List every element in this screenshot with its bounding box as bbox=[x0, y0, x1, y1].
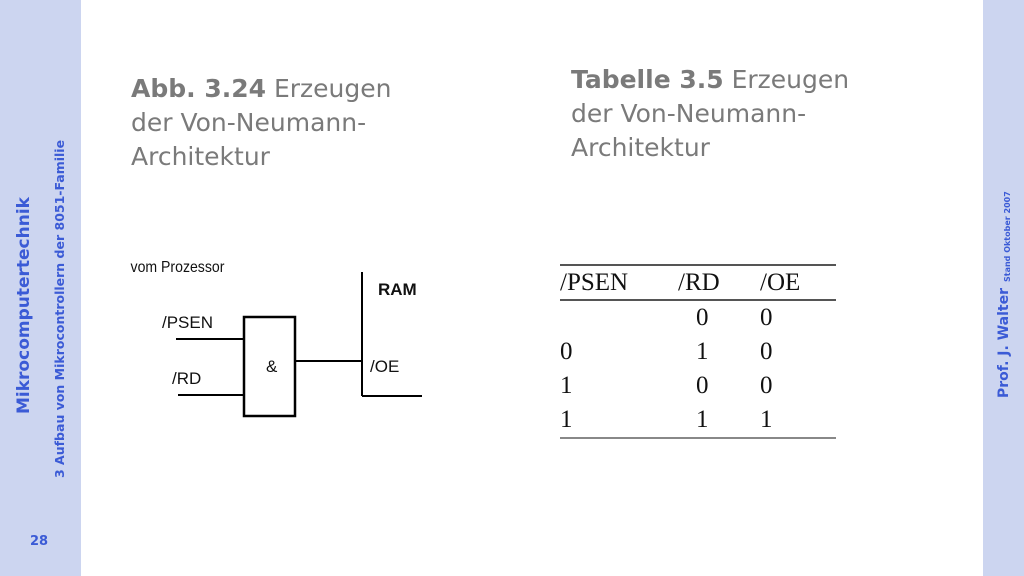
header-oe: /OE bbox=[760, 264, 836, 301]
table-cell: 1 bbox=[560, 372, 573, 399]
author: Prof. J. Walter bbox=[996, 288, 1012, 398]
figure-label: Abb. 3.24 bbox=[131, 74, 267, 103]
truth-table: /PSEN /RD /OE 0 0 0 1 0 1 0 0 1 1 1 bbox=[560, 264, 836, 439]
table-cell: 1 bbox=[678, 403, 760, 439]
table-cell: 0 bbox=[760, 372, 773, 399]
figure-title-line2: der Von-Neumann- bbox=[131, 108, 367, 137]
table-row: 1 1 1 bbox=[560, 403, 836, 439]
table-heading: Tabelle 3.5 Erzeugen der Von-Neumann- Ar… bbox=[571, 63, 849, 165]
page-number: 28 bbox=[30, 534, 49, 549]
figure-title-line1: Erzeugen bbox=[273, 74, 392, 103]
table-row: 0 1 0 bbox=[560, 335, 836, 369]
course-title: Mikrocomputertechnik bbox=[14, 197, 34, 414]
table-cell: 1 bbox=[696, 338, 709, 365]
table-title-line2: der Von-Neumann- bbox=[571, 99, 807, 128]
stand-date: Stand Oktober 2007 bbox=[1003, 191, 1012, 282]
table-cell: 0 bbox=[696, 372, 709, 399]
header-psen: /PSEN bbox=[560, 264, 678, 301]
chapter-title: 3 Aufbau von Mikrocontrollern der 8051-F… bbox=[52, 139, 67, 478]
source-label: vom Prozessor bbox=[131, 258, 225, 276]
table-cell: 0 bbox=[560, 338, 573, 365]
figure-heading: Abb. 3.24 Erzeugen der Von-Neumann- Arch… bbox=[131, 72, 392, 174]
right-sidebar bbox=[983, 0, 1024, 576]
table-title-line3: Architektur bbox=[571, 133, 710, 162]
left-sidebar bbox=[0, 0, 81, 576]
table-row: 0 0 bbox=[560, 300, 836, 335]
table-label: Tabelle 3.5 bbox=[571, 65, 724, 94]
gate-symbol: & bbox=[266, 357, 278, 376]
input-rd-label: /RD bbox=[172, 369, 201, 388]
table-cell: 0 bbox=[760, 338, 773, 365]
header-rd: /RD bbox=[678, 264, 760, 301]
table-cell: 1 bbox=[560, 403, 678, 439]
and-gate-diagram: vom Prozessor /PSEN /RD & RAM /OE bbox=[131, 258, 422, 418]
and-gate bbox=[242, 315, 297, 418]
table-cell: 0 bbox=[760, 304, 773, 331]
figure-title-line3: Architektur bbox=[131, 142, 270, 171]
table-header-row: /PSEN /RD /OE bbox=[560, 264, 836, 301]
oe-label: /OE bbox=[370, 357, 399, 376]
input-psen-label: /PSEN bbox=[162, 313, 213, 332]
table-title-line1: Erzeugen bbox=[731, 65, 850, 94]
table-row: 1 0 0 bbox=[560, 369, 836, 403]
table-cell: 0 bbox=[696, 304, 709, 331]
ram-label: RAM bbox=[378, 280, 417, 299]
table-cell bbox=[560, 300, 678, 335]
table-cell: 1 bbox=[760, 403, 836, 439]
